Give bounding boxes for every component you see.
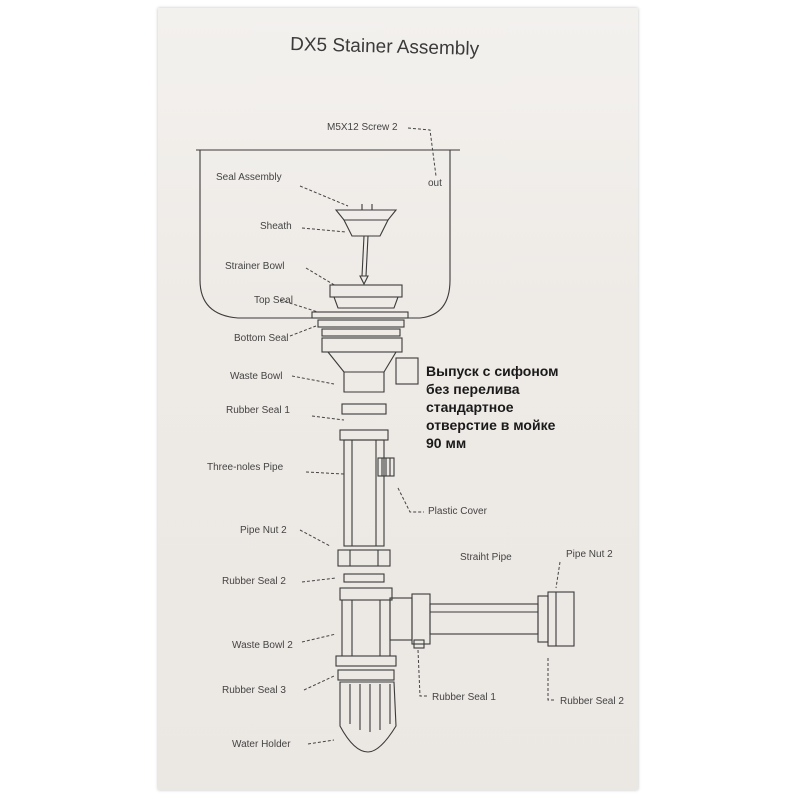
label-bottom-seal: Bottom Seal: [234, 333, 288, 344]
label-rubber-seal-1-bottom: Rubber Seal 1: [432, 692, 496, 703]
label-rubber-seal-3: Rubber Seal 3: [222, 685, 286, 696]
product-note: Выпуск с сифоном без перелива стандартно…: [426, 363, 559, 451]
label-strainer-bowl: Strainer Bowl: [225, 261, 284, 272]
label-rubber-seal-2-right: Rubber Seal 2: [560, 696, 624, 707]
label-top-seal: Top Seal: [254, 295, 293, 306]
label-waste-bowl: Waste Bowl: [230, 371, 282, 382]
sink-basin: [196, 149, 460, 319]
label-three-holes-pipe: Three-noles Pipe: [207, 462, 284, 473]
label-screw: M5X12 Screw 2: [327, 122, 398, 133]
instruction-sheet: [158, 8, 638, 790]
rubber-seal-1-part: [341, 403, 387, 415]
seal-rings: [311, 311, 409, 337]
three-holes-pipe-part: [343, 439, 385, 547]
label-rubber-seal-1: Rubber Seal 1: [226, 405, 290, 416]
plastic-cover-part: [377, 457, 395, 477]
label-plastic-cover: Plastic Cover: [428, 506, 488, 517]
rubber-seal-2-part: [343, 573, 385, 583]
label-pipe-nut-2-right: Pipe Nut 2: [566, 549, 613, 560]
label-seal-assembly: Seal Assembly: [216, 172, 282, 183]
label-sheath: Sheath: [260, 221, 292, 232]
label-water-holder: Water Holder: [232, 739, 291, 750]
sheath-part: [359, 235, 369, 286]
waste-bowl-2-part: [335, 587, 397, 667]
leader-lines: [279, 127, 561, 745]
strainer-bowl-part: [329, 284, 403, 309]
pipe-nut-2-part: [337, 549, 391, 567]
water-holder-part: [339, 681, 397, 753]
label-out: out: [428, 178, 442, 189]
rubber-seal-3-part: [337, 669, 395, 681]
label-straight-pipe: Straiht Pipe: [460, 552, 512, 563]
straight-pipe-part: [389, 591, 575, 649]
label-waste-bowl-2: Waste Bowl 2: [232, 640, 293, 651]
label-rubber-seal-2-left: Rubber Seal 2: [222, 576, 286, 587]
pipe-nut-upper: [339, 429, 389, 441]
diagram-title: DX5 Stainer Assembly: [290, 34, 480, 60]
waste-bowl-part: [321, 337, 419, 393]
label-pipe-nut-2-left: Pipe Nut 2: [240, 525, 287, 536]
seal-assembly-part: [334, 204, 398, 237]
